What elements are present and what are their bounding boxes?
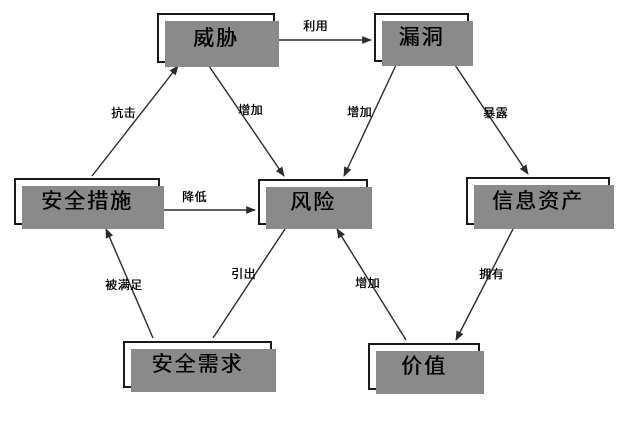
node-shadow (382, 21, 473, 66)
edge-measures-resists-threat (91, 65, 179, 177)
node-shadow (266, 187, 372, 229)
node-threat[interactable]: 威胁 (157, 13, 279, 67)
node-risk[interactable]: 风险 (258, 179, 372, 229)
node-shadow (131, 349, 276, 392)
edge-risk-derives-requirements (212, 228, 286, 339)
edge-assets-owns-value (455, 228, 514, 341)
node-label: 价值 (401, 354, 447, 378)
node-label: 风险 (290, 189, 336, 214)
node-shadow (376, 351, 484, 394)
edge-label-increase-value-risk: 增加 (355, 276, 381, 290)
edge-label-own: 拥有 (479, 267, 505, 281)
edge-label-exploit: 利用 (303, 19, 329, 33)
node-information-assets[interactable]: 信息资产 (466, 177, 614, 229)
node-label: 威胁 (193, 25, 239, 50)
node-security-measures[interactable]: 安全措施 (14, 178, 164, 229)
edge-label-reduce: 降低 (182, 190, 208, 204)
edge-label-increase-vulnerability-risk: 增加 (347, 105, 373, 119)
edge-value-increases-risk (336, 228, 407, 341)
edge-vulnerability-exposes-assets (454, 64, 529, 175)
edge-label-expose: 暴露 (483, 106, 509, 120)
node-shadow (22, 186, 164, 229)
node-label: 安全需求 (151, 352, 244, 376)
node-label: 漏洞 (398, 25, 445, 49)
edge-label-satisfied: 被满足 (105, 278, 143, 292)
node-label: 安全措施 (41, 189, 133, 213)
node-shadow (474, 185, 614, 229)
node-label: 信息资产 (492, 188, 584, 213)
edge-label-derive: 引出 (231, 267, 257, 281)
node-shadow (165, 21, 279, 67)
edge-requirements-satisfied-by-measures (105, 228, 154, 339)
node-vulnerability[interactable]: 漏洞 (374, 13, 473, 66)
edge-label-resist: 抗击 (111, 106, 137, 120)
edge-label-increase-threat-risk: 增加 (238, 103, 264, 117)
node-value[interactable]: 价值 (368, 343, 484, 394)
node-security-requirements[interactable]: 安全需求 (123, 341, 276, 392)
edge-threat-increases-risk (208, 65, 285, 177)
edge-vulnerability-increases-risk (343, 64, 397, 177)
